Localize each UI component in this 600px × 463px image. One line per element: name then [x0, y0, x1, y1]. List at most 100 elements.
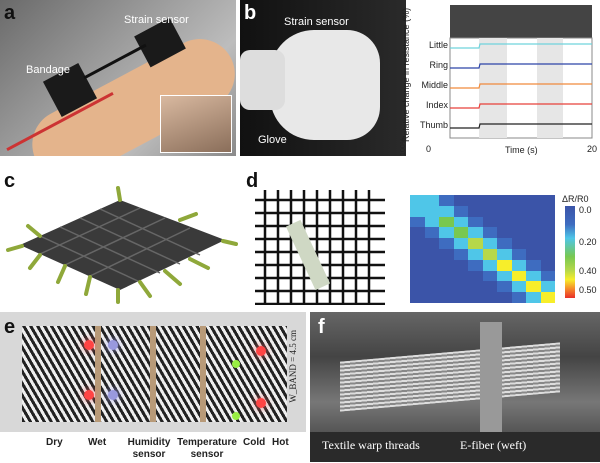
strain-heatmap [410, 195, 555, 303]
heatmap-cell [540, 270, 555, 282]
heatmap-cell [424, 248, 439, 260]
heatmap-cell [526, 281, 541, 293]
heatmap-cell [497, 270, 512, 282]
heatmap-cell [453, 216, 468, 228]
heatmap-cell [482, 216, 497, 228]
heatmap-cell [526, 238, 541, 249]
heatmap-cell [540, 227, 555, 239]
heatmap-cell [410, 248, 425, 260]
heatmap-cell [526, 216, 541, 228]
heatmap-cell [511, 205, 526, 217]
sensor-label-dry: Dry [46, 437, 63, 448]
colorbar [565, 206, 575, 298]
heatmap-cell [468, 216, 483, 228]
colorbar-title: ΔR/R0 [562, 194, 589, 204]
scale-bar-label: 100% [400, 138, 407, 156]
heatmap-cell [497, 205, 512, 217]
glove-photo [240, 0, 406, 156]
heatmap-cell [540, 195, 555, 206]
heatmap-cell [410, 281, 425, 293]
heatmap-cell [439, 292, 454, 303]
sensor-label-humidity: Humidity sensor [127, 437, 171, 460]
heatmap-cell [497, 195, 512, 206]
heatmap-cell [424, 281, 439, 293]
heatmap-cell [526, 227, 541, 239]
heatmap-cell [439, 270, 454, 282]
heatmap-cell [410, 227, 425, 239]
heatmap-cell [410, 292, 425, 303]
gesture-images [450, 5, 592, 38]
panel-label-c: c [4, 170, 16, 192]
heatmap-cell [410, 238, 425, 249]
heatmap-cell [424, 270, 439, 282]
colorbar-tick: 0.40 [579, 266, 597, 276]
heatmap-cell [453, 205, 468, 217]
series-line-ring [450, 63, 592, 69]
heatmap-cell [511, 227, 526, 239]
heatmap-cell [482, 292, 497, 303]
heatmap-cell [511, 216, 526, 228]
heatmap-cell [482, 238, 497, 249]
strain-sensor-label-a: Strain sensor [124, 14, 189, 26]
heatmap-cell [439, 238, 454, 249]
heatmap-cell [511, 281, 526, 293]
heatmap-cell [526, 248, 541, 260]
heatmap-cell [540, 216, 555, 228]
heatmap-cell [482, 227, 497, 239]
heatmap-cell [453, 227, 468, 239]
heatmap-cell [511, 292, 526, 303]
heatmap-cell [424, 205, 439, 217]
heatmap-cell [468, 248, 483, 260]
heatmap-cell [468, 227, 483, 239]
heatmap-cell [453, 270, 468, 282]
sensor-band-photo [0, 312, 306, 432]
panel-label-f: f [318, 316, 325, 338]
finger-resistance-chart [449, 5, 593, 139]
series-label: Index [425, 100, 448, 110]
heatmap-cell [410, 195, 425, 206]
heatmap-cell [410, 270, 425, 282]
heatmap-cell [439, 216, 454, 228]
heatmap-cell [526, 259, 541, 271]
sensor-label-cold: Cold [243, 437, 266, 448]
panel-label-a: a [4, 2, 16, 24]
colorbar-tick: 0.50 [579, 285, 597, 295]
strain-sensor-label-b: Strain sensor [284, 16, 349, 28]
heatmap-cell [482, 281, 497, 293]
heatmap-cell [410, 216, 425, 228]
heatmap-cell [540, 248, 555, 260]
heatmap-cell [540, 205, 555, 217]
colorbar-tick: 0.0 [579, 205, 592, 215]
heatmap-cell [526, 292, 541, 303]
sensor-label-hot: Hot [272, 437, 289, 448]
heatmap-cell [511, 270, 526, 282]
heatmap-cell [439, 227, 454, 239]
series-label: Middle [421, 80, 448, 90]
heatmap-cell [526, 205, 541, 217]
heatmap-cell [468, 259, 483, 271]
inset-neck-photo [160, 95, 232, 153]
x-tick-20: 20 [587, 144, 598, 154]
panel-label-e: e [4, 316, 16, 338]
bandage-photo [0, 0, 236, 156]
heatmap-cell [410, 205, 425, 217]
panel-label-b: b [244, 2, 257, 24]
heatmap-cell [497, 281, 512, 293]
heatmap-cell [468, 270, 483, 282]
heatmap-cell [497, 216, 512, 228]
heatmap-cell [453, 259, 468, 271]
e-fiber-label: E-fiber (weft) [460, 438, 527, 452]
heatmap-cell [468, 281, 483, 293]
heatmap-cell [482, 205, 497, 217]
band-width-label: W_BAND = 4.5 cm [288, 330, 298, 403]
heatmap-cell [497, 248, 512, 260]
sensor-label-wet: Wet [88, 437, 107, 448]
heatmap-cell [497, 238, 512, 249]
chart-xlabel: Time (s) [505, 145, 538, 155]
x-tick-0: 0 [426, 144, 432, 154]
heatmap-cell [482, 195, 497, 206]
heatmap-cell [453, 195, 468, 206]
series-line-little [450, 43, 592, 49]
heatmap-cell [540, 238, 555, 249]
heatmap-cell [468, 238, 483, 249]
